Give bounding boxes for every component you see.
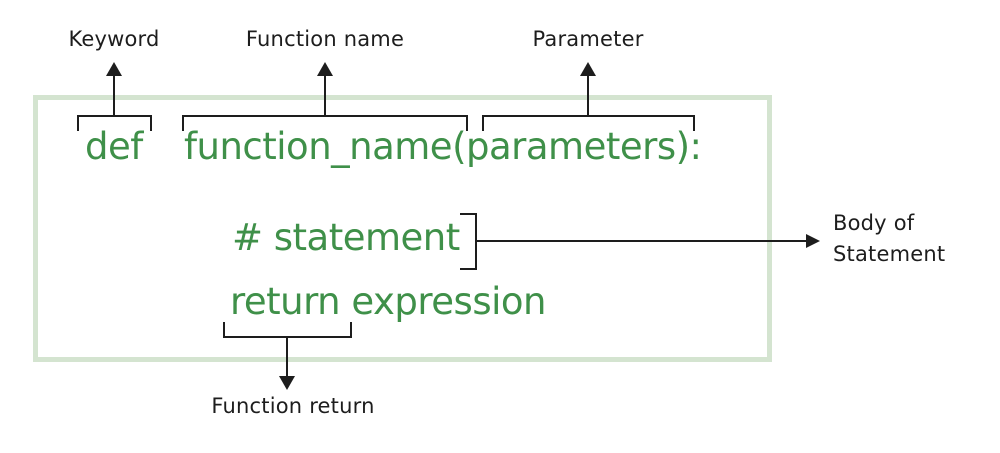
arrow-up-icon: [317, 62, 333, 76]
body-label: Body of Statement: [833, 211, 946, 266]
arrow-up-icon: [580, 62, 596, 76]
keyword-label: Keyword: [68, 27, 160, 51]
function-return-label: Function return: [211, 394, 375, 418]
keyword-bracket: [77, 115, 152, 131]
arrow-down-icon: [279, 376, 295, 390]
parameter-label: Parameter: [532, 27, 644, 51]
parameter-arrow-shaft: [587, 74, 589, 116]
code-keyword: def: [85, 125, 143, 168]
code-signature: function_name(parameters):: [184, 125, 702, 168]
arrow-right-icon: [806, 234, 820, 248]
keyword-arrow-shaft: [113, 74, 115, 116]
body-bracket: [460, 213, 477, 270]
code-return-line: return expression: [230, 280, 546, 323]
return-arrow-shaft: [286, 338, 288, 378]
code-box: [33, 95, 772, 362]
function-name-arrow-shaft: [324, 74, 326, 116]
function-name-label: Function name: [245, 27, 405, 51]
return-bracket: [223, 322, 352, 338]
code-statement: # statement: [232, 216, 460, 259]
parameter-bracket: [482, 115, 695, 131]
function-name-bracket: [182, 115, 468, 131]
body-arrow-shaft: [477, 240, 807, 242]
arrow-up-icon: [106, 62, 122, 76]
